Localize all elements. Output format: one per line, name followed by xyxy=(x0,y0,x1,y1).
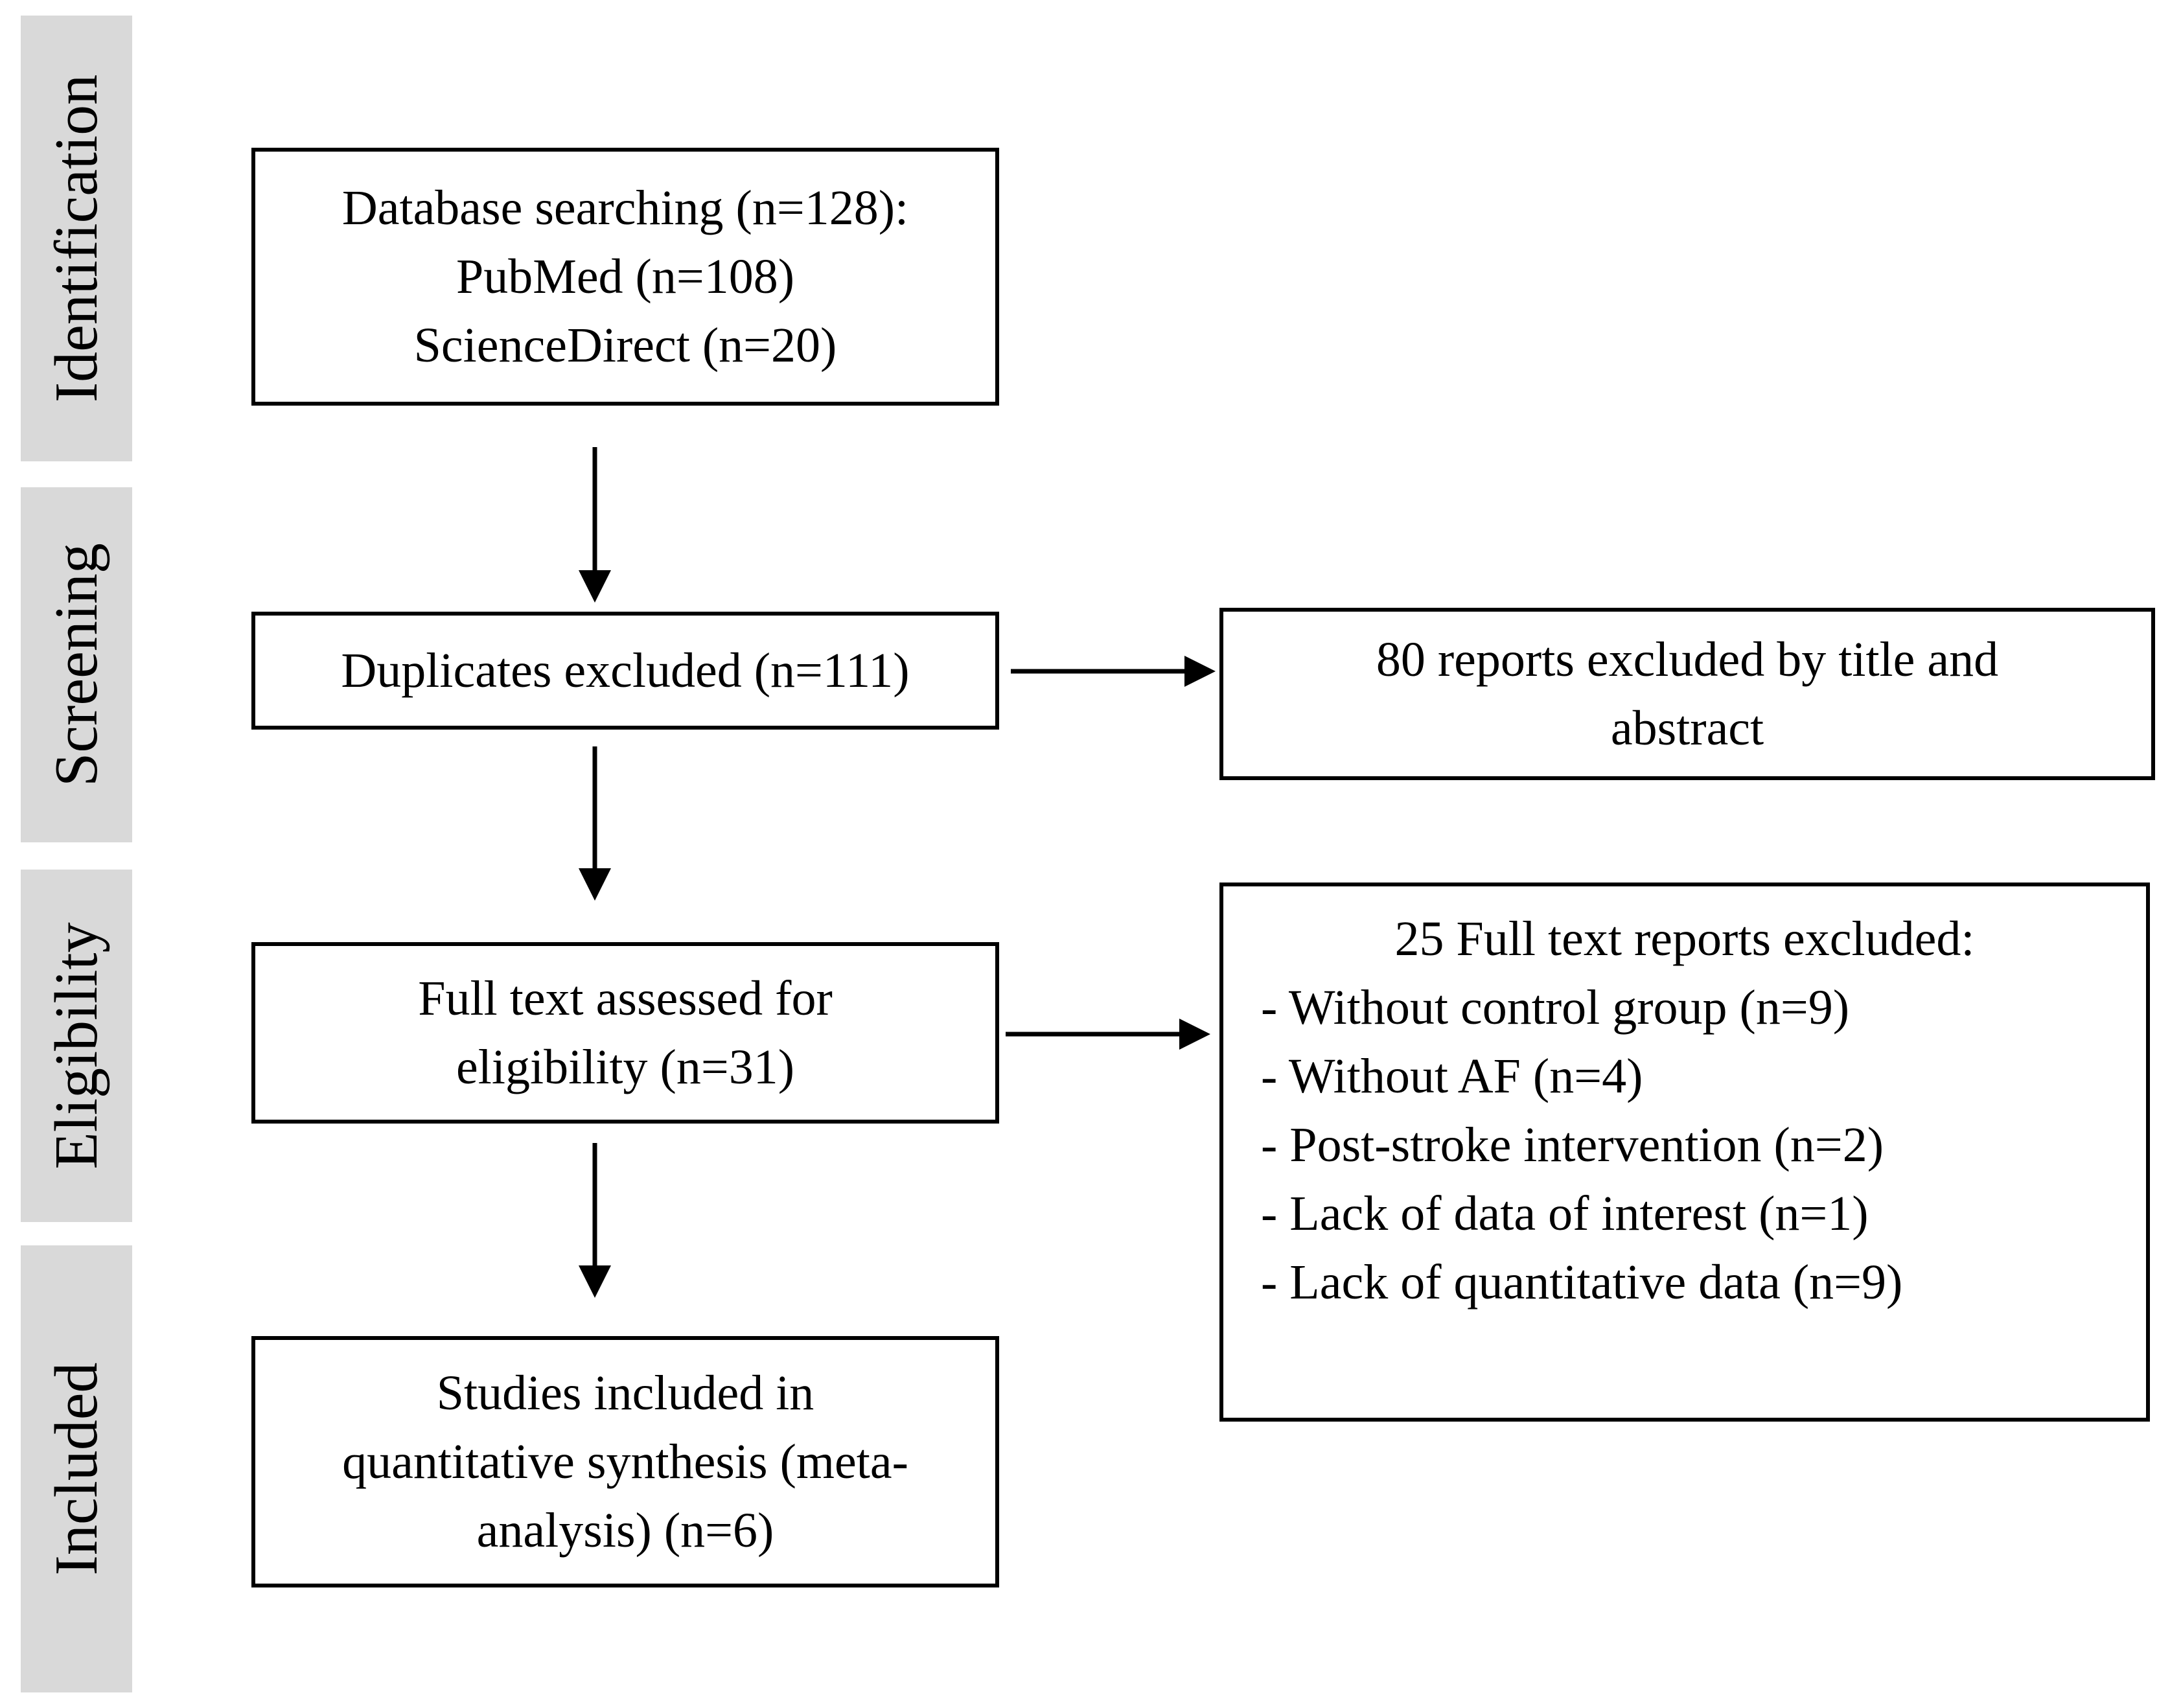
arrowhead-duplicates-to-title-abstract xyxy=(1184,656,1216,687)
stage-bar-screening: Screening xyxy=(21,487,132,842)
duplicates-text: Duplicates excluded (n=111) xyxy=(341,643,910,698)
arrowhead-eligibility-to-included xyxy=(579,1265,611,1298)
duplicates-box: Duplicates excluded (n=111) xyxy=(251,612,999,730)
included-line-1: Studies included in xyxy=(436,1366,814,1420)
included-box: Studies included in quantitative synthes… xyxy=(251,1336,999,1587)
fulltext-excluded-box: 25 Full text reports excluded: - Without… xyxy=(1219,883,2150,1422)
arrowhead-fulltext-to-excluded xyxy=(1179,1019,1210,1050)
fulltext-line-1: Full text assessed for xyxy=(418,971,833,1026)
excluded-reason-item: - Lack of data of interest (n=1) xyxy=(1261,1186,1869,1241)
included-line-2: quantitative synthesis (meta- xyxy=(342,1435,908,1489)
title-abstract-excluded-box: 80 reports excluded by title and abstrac… xyxy=(1219,608,2155,780)
identification-line-3: ScienceDirect (n=20) xyxy=(413,318,837,373)
excluded-reason-item: - Post-stroke intervention (n=2) xyxy=(1261,1118,1884,1172)
excluded-reason-item: - Without AF (n=4) xyxy=(1261,1049,1643,1103)
identification-line-2: PubMed (n=108) xyxy=(456,249,795,304)
fulltext-line-2: eligibility (n=31) xyxy=(456,1040,795,1094)
identification-box: Database searching (n=128): PubMed (n=10… xyxy=(251,148,999,406)
included-line-3: analysis) (n=6) xyxy=(476,1503,774,1558)
arrowhead-screening-to-eligibility xyxy=(579,868,611,901)
identification-line-1: Database searching (n=128): xyxy=(341,181,909,235)
title-abstract-line-2: abstract xyxy=(1610,701,1764,756)
fulltext-excluded-title: 25 Full text reports excluded: xyxy=(1394,912,1975,966)
stage-bar-eligibility: Eligibility xyxy=(21,870,132,1222)
arrowhead-identification-to-screening xyxy=(579,570,611,603)
excluded-reason-item: - Without control group (n=9) xyxy=(1261,980,1850,1035)
excluded-reason-item: - Lack of quantitative data (n=9) xyxy=(1261,1255,1903,1310)
fulltext-assessed-box: Full text assessed for eligibility (n=31… xyxy=(251,942,999,1124)
stage-bar-identification: Identification xyxy=(21,16,132,461)
title-abstract-line-1: 80 reports excluded by title and xyxy=(1376,632,1999,687)
stage-bar-included: Included xyxy=(21,1245,132,1692)
